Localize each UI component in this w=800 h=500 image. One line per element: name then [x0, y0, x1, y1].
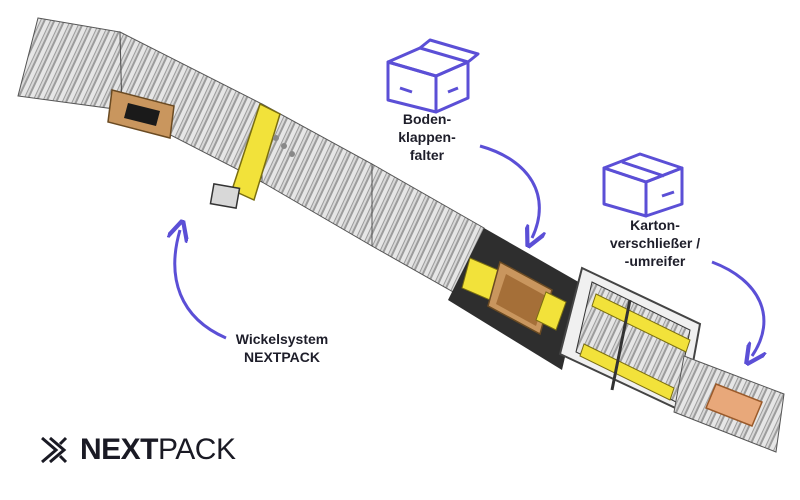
nextpack-logo-mark-icon	[41, 436, 68, 464]
bottom-flap-folder-station	[448, 228, 582, 370]
nextpack-logo: NEXT PACK	[40, 430, 236, 470]
arrow-wrapping-system	[175, 230, 227, 340]
box-icon-upright	[386, 38, 480, 114]
arrow-carton-closer	[711, 260, 764, 356]
wrapping-unit	[209, 102, 295, 209]
box-icon-sealed	[602, 152, 684, 218]
logo-text-next: NEXT	[80, 433, 159, 466]
logo-text-pack: PACK	[158, 433, 236, 466]
label-carton-closer: Karton- verschließer / -umreifer	[609, 217, 701, 269]
arrow-bottom-folder	[479, 144, 539, 238]
carton-closer-station	[558, 266, 702, 414]
outfeed-conveyor	[673, 355, 785, 453]
label-wrapping-system: Wickelsystem NEXTPACK	[235, 331, 329, 365]
label-bottom-flap-folder: Boden- klappen- falter	[398, 111, 456, 163]
cardboard-blank	[107, 89, 175, 139]
infeed-conveyor	[17, 17, 485, 307]
